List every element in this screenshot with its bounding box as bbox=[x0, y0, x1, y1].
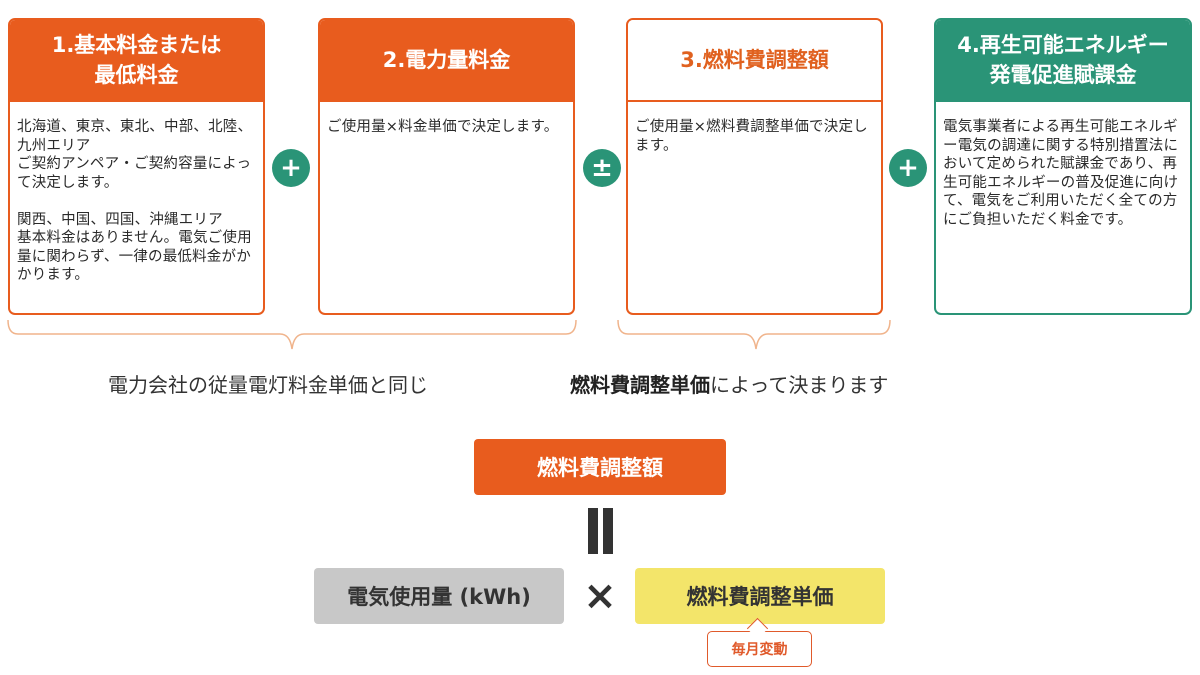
operator-plus-minus: ± bbox=[591, 153, 613, 183]
card-fuel-adjustment-text: ご使用量×燃料費調整単価で決定します。 bbox=[635, 119, 868, 154]
brace-right bbox=[617, 319, 891, 350]
formula-result-pill: 燃料費調整額 bbox=[474, 439, 726, 495]
unit-price-pill: 燃料費調整単価 bbox=[635, 568, 885, 624]
plus-icon: + bbox=[889, 149, 927, 187]
card-renewable-surcharge-text: 電気事業者による再生可能エネルギー電気の調達に関する特別措置法において定められた… bbox=[943, 119, 1179, 228]
usage-pill: 電気使用量 (kWh) bbox=[314, 568, 564, 624]
card-fuel-adjustment: 3.燃料費調整額 ご使用量×燃料費調整単価で決定します。 bbox=[626, 18, 883, 315]
caption-left-text: 電力会社の従量電灯料金単価と同じ bbox=[108, 373, 428, 397]
card-energy-fee: 2.電力量料金 ご使用量×料金単価で決定します。 bbox=[318, 18, 575, 315]
caption-left: 電力会社の従量電灯料金単価と同じ bbox=[108, 369, 428, 398]
brace-bracket bbox=[7, 319, 891, 350]
plus-minus-icon: ± bbox=[583, 149, 621, 187]
times-sign: × bbox=[583, 573, 617, 619]
equals-bar-left bbox=[588, 508, 598, 554]
card-basic-fee: 1.基本料金または 最低料金 北海道、東京、東北、中部、北陸、九州エリア ご契約… bbox=[8, 18, 265, 315]
caption-right: 燃料費調整単価によって決まります bbox=[570, 369, 888, 398]
equals-bar-right bbox=[603, 508, 613, 554]
card-energy-fee-title: 2.電力量料金 bbox=[320, 20, 573, 102]
card-renewable-surcharge-title: 4.再生可能エネルギー 発電促進賦課金 bbox=[936, 20, 1190, 102]
unit-price-term: 燃料費調整単価 bbox=[686, 585, 834, 609]
card-fuel-adjustment-title: 3.燃料費調整額 bbox=[628, 20, 881, 102]
usage-term: 電気使用量 (kWh) bbox=[347, 585, 531, 609]
monthly-change-badge: 毎月変動 bbox=[707, 631, 812, 667]
card-basic-fee-text: 北海道、東京、東北、中部、北陸、九州エリア ご契約アンペア・ご契約容量によって決… bbox=[17, 119, 253, 283]
caption-right-rest: によって決まります bbox=[710, 373, 889, 397]
monthly-change-text: 毎月変動 bbox=[731, 642, 788, 658]
operator-plus-1: + bbox=[280, 153, 302, 183]
card-renewable-surcharge: 4.再生可能エネルギー 発電促進賦課金 電気事業者による再生可能エネルギー電気の… bbox=[934, 18, 1192, 315]
times-icon: × bbox=[583, 573, 617, 619]
caption-right-bold: 燃料費調整単価 bbox=[570, 373, 710, 397]
formula-result: 燃料費調整額 bbox=[537, 456, 663, 480]
card-basic-fee-title: 1.基本料金または 最低料金 bbox=[10, 20, 263, 102]
plus-icon: + bbox=[272, 149, 310, 187]
brace-left bbox=[7, 319, 577, 350]
card-energy-fee-text: ご使用量×料金単価で決定します。 bbox=[327, 119, 559, 135]
operator-plus-2: + bbox=[897, 153, 919, 183]
